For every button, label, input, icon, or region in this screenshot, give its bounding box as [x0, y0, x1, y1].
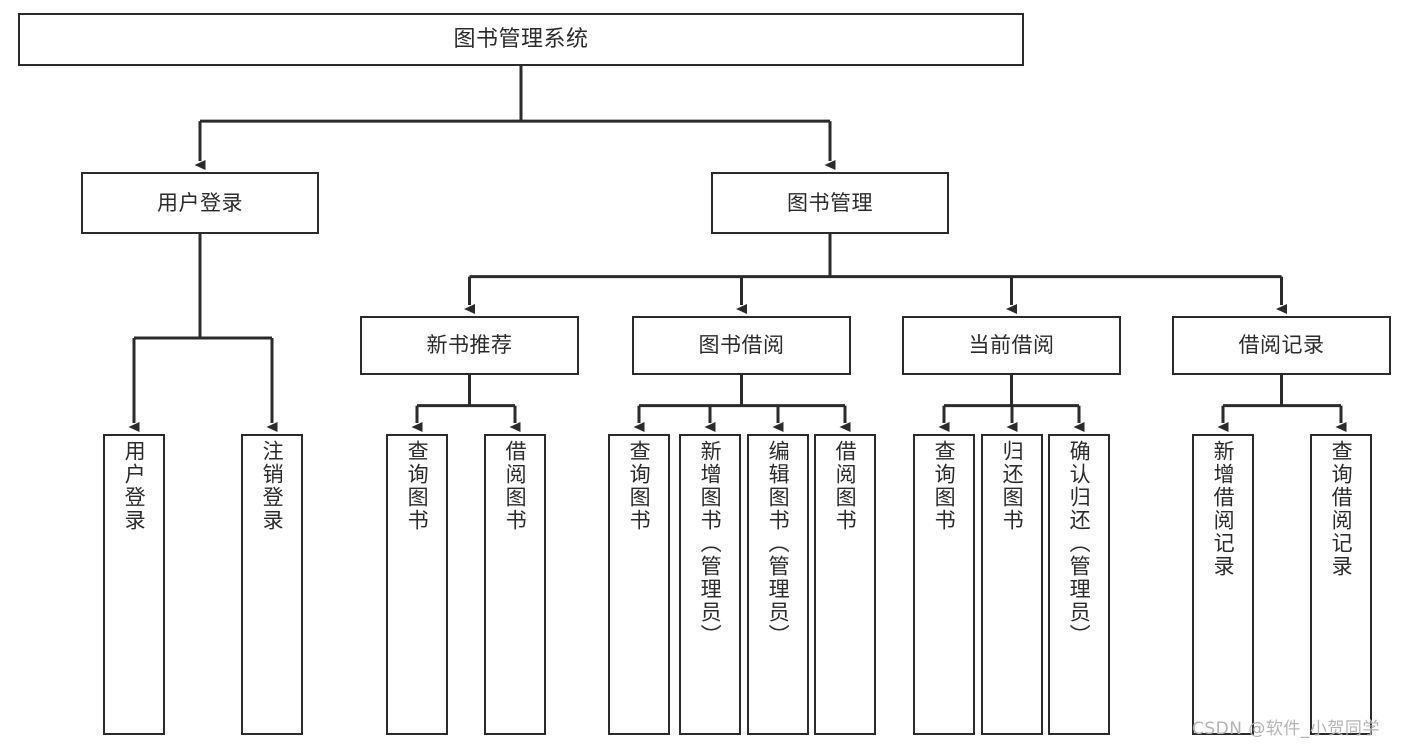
node-label: 新书推荐: [426, 333, 513, 358]
node-user-login[interactable]: 用户登录: [81, 172, 319, 234]
node-label: 新增图书（管理员）: [698, 440, 723, 647]
node-book-management-system[interactable]: 图书管理系统: [18, 13, 1024, 66]
leaf-borrow-book-1[interactable]: 借阅图书: [484, 434, 546, 735]
node-label: 查询图书: [932, 440, 957, 532]
node-current-borrowing[interactable]: 当前借阅: [902, 316, 1121, 375]
leaf-query-book-1[interactable]: 查询图书: [386, 434, 448, 735]
node-book-borrowing[interactable]: 图书借阅: [632, 316, 851, 375]
node-label: 图书管理: [787, 190, 873, 215]
leaf-edit-book-admin[interactable]: 编辑图书（管理员）: [747, 434, 809, 735]
leaf-logout[interactable]: 注销登录: [241, 434, 303, 735]
node-borrowing-records[interactable]: 借阅记录: [1172, 316, 1391, 375]
node-label: 用户登录: [157, 190, 243, 215]
node-new-book-recommendation[interactable]: 新书推荐: [360, 316, 579, 375]
leaf-user-login[interactable]: 用户登录: [103, 434, 165, 735]
node-label: 借阅图书: [503, 440, 528, 532]
csdn-watermark: CSDN @软件_小贺同学: [1192, 719, 1380, 739]
node-label: 图书借阅: [698, 333, 785, 358]
node-label: 当前借阅: [968, 333, 1055, 358]
node-label: 编辑图书（管理员）: [766, 440, 791, 647]
leaf-query-book-2[interactable]: 查询图书: [608, 434, 670, 735]
node-label: 借阅图书: [833, 440, 858, 532]
node-label: 注销登录: [260, 440, 285, 532]
leaf-query-book-3[interactable]: 查询图书: [913, 434, 975, 735]
node-label: 查询图书: [405, 440, 430, 532]
leaf-query-borrow-record[interactable]: 查询借阅记录: [1310, 434, 1372, 735]
leaf-confirm-return-admin[interactable]: 确认归还（管理员）: [1048, 434, 1110, 735]
node-label: 查询借阅记录: [1329, 440, 1354, 578]
leaf-add-borrow-record[interactable]: 新增借阅记录: [1192, 434, 1254, 735]
node-label: 确认归还（管理员）: [1067, 440, 1092, 647]
node-label: 图书管理系统: [453, 26, 589, 52]
node-label: 用户登录: [122, 440, 147, 532]
node-book-management[interactable]: 图书管理: [711, 172, 949, 234]
node-label: 新增借阅记录: [1211, 440, 1236, 578]
node-label: 查询图书: [627, 440, 652, 532]
leaf-borrow-book-2[interactable]: 借阅图书: [814, 434, 876, 735]
leaf-add-book-admin[interactable]: 新增图书（管理员）: [679, 434, 741, 735]
node-label: 借阅记录: [1238, 333, 1325, 358]
node-label: 归还图书: [1000, 440, 1025, 532]
leaf-return-book[interactable]: 归还图书: [981, 434, 1043, 735]
